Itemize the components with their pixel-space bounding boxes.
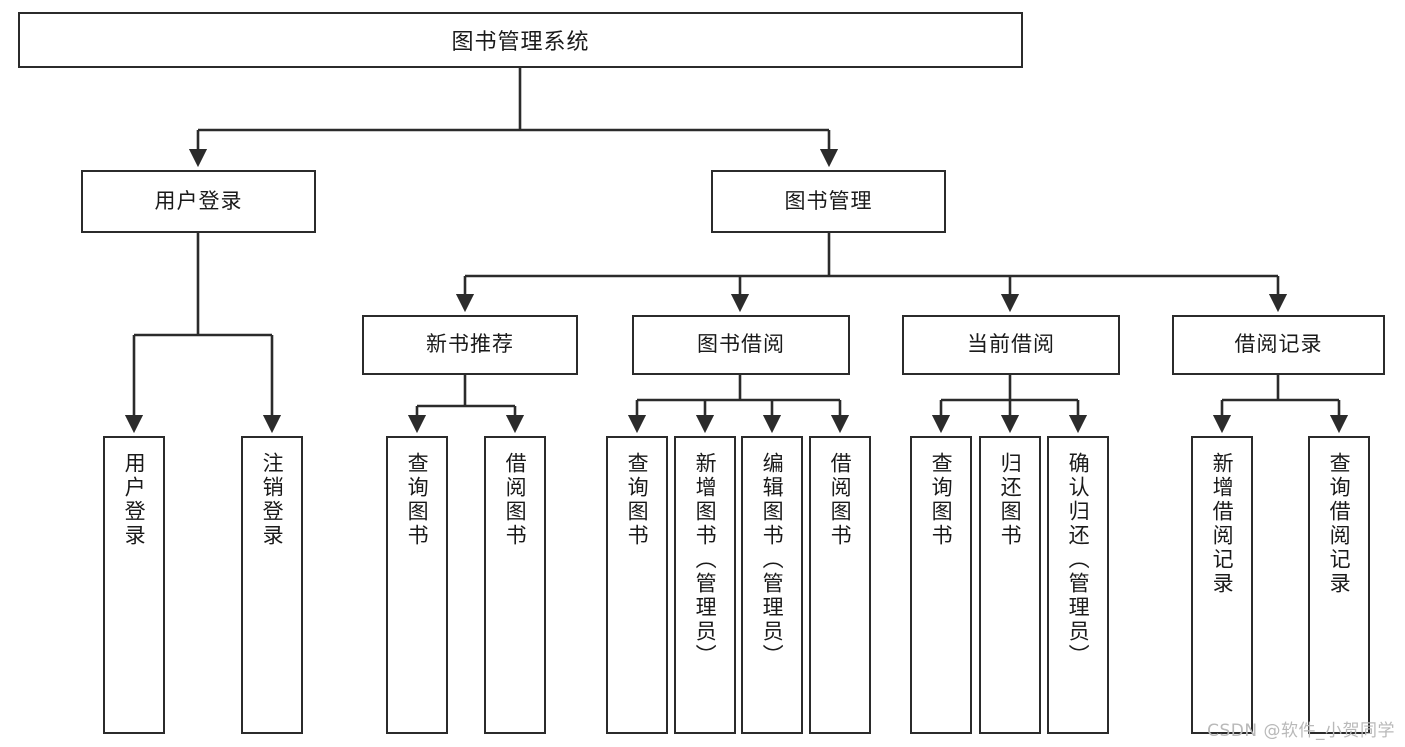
leaf-query-borrow-record[interactable]: 查询借阅记录 xyxy=(1308,436,1370,734)
leaf-query-book-new-label: 查询图书 xyxy=(405,452,430,548)
leaf-query-book-borrow-label: 查询图书 xyxy=(625,452,650,548)
node-book-borrow[interactable]: 图书借阅 xyxy=(632,315,850,375)
leaf-add-book-admin[interactable]: 新增图书（管理员） xyxy=(674,436,736,734)
leaf-user-login-label: 用户登录 xyxy=(122,452,147,548)
node-borrow-record[interactable]: 借阅记录 xyxy=(1172,315,1385,375)
node-current-borrow-label: 当前借阅 xyxy=(967,332,1055,357)
node-book-borrow-label: 图书借阅 xyxy=(697,332,785,357)
node-book-management[interactable]: 图书管理 xyxy=(711,170,946,233)
node-root-label: 图书管理系统 xyxy=(451,30,590,55)
leaf-return-book[interactable]: 归还图书 xyxy=(979,436,1041,734)
leaf-return-book-label: 归还图书 xyxy=(998,452,1023,548)
leaf-borrow-book-new-label: 借阅图书 xyxy=(503,452,528,548)
leaf-borrow-book[interactable]: 借阅图书 xyxy=(809,436,871,734)
node-new-book-recommend[interactable]: 新书推荐 xyxy=(362,315,578,375)
node-borrow-record-label: 借阅记录 xyxy=(1234,332,1323,357)
leaf-borrow-book-new[interactable]: 借阅图书 xyxy=(484,436,546,734)
node-book-management-label: 图书管理 xyxy=(784,188,873,213)
leaf-logout-label: 注销登录 xyxy=(260,452,285,548)
leaf-edit-book-admin[interactable]: 编辑图书（管理员） xyxy=(741,436,803,734)
watermark-text: CSDN @软件_小贺同学 xyxy=(1207,721,1395,741)
node-user-login-label: 用户登录 xyxy=(154,188,243,213)
leaf-add-borrow-record-label: 新增借阅记录 xyxy=(1210,452,1235,596)
leaf-query-borrow-record-label: 查询借阅记录 xyxy=(1327,452,1352,596)
leaf-borrow-book-label: 借阅图书 xyxy=(828,452,853,548)
leaf-query-book-current[interactable]: 查询图书 xyxy=(910,436,972,734)
leaf-add-book-admin-label: 新增图书（管理员） xyxy=(693,452,718,668)
leaf-user-login[interactable]: 用户登录 xyxy=(103,436,165,734)
leaf-query-book-current-label: 查询图书 xyxy=(929,452,954,548)
leaf-query-book-new[interactable]: 查询图书 xyxy=(386,436,448,734)
leaf-confirm-return-admin-label: 确认归还（管理员） xyxy=(1066,452,1091,668)
leaf-add-borrow-record[interactable]: 新增借阅记录 xyxy=(1191,436,1253,734)
node-user-login[interactable]: 用户登录 xyxy=(81,170,316,233)
leaf-edit-book-admin-label: 编辑图书（管理员） xyxy=(760,452,785,668)
node-current-borrow[interactable]: 当前借阅 xyxy=(902,315,1120,375)
leaf-query-book-borrow[interactable]: 查询图书 xyxy=(606,436,668,734)
leaf-logout[interactable]: 注销登录 xyxy=(241,436,303,734)
leaf-confirm-return-admin[interactable]: 确认归还（管理员） xyxy=(1047,436,1109,734)
node-new-book-recommend-label: 新书推荐 xyxy=(426,332,514,357)
node-root[interactable]: 图书管理系统 xyxy=(18,12,1023,68)
